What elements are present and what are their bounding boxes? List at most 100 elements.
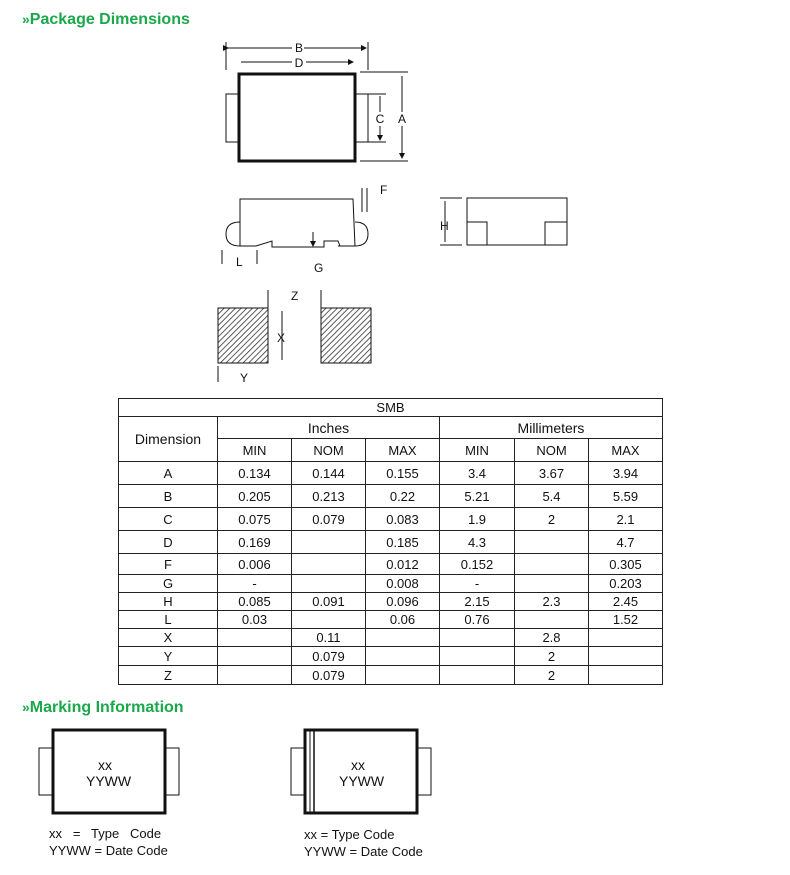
table-cell: 0.079	[291, 646, 366, 666]
package-name: SMB	[118, 398, 663, 417]
subheader-min: MIN	[217, 438, 292, 462]
table-cell: 0.06	[365, 610, 440, 629]
table-cell: 0.155	[365, 461, 440, 485]
label-l: L	[236, 255, 243, 269]
table-cell: 3.94	[588, 461, 663, 485]
table-cell	[588, 628, 663, 647]
legend-left-type: xx = Type Code	[49, 826, 162, 841]
label-d: D	[295, 56, 304, 70]
table-cell	[439, 665, 515, 685]
table-cell	[217, 628, 292, 647]
label-f: F	[380, 183, 387, 197]
table-cell	[514, 530, 589, 554]
dimension-label: L	[118, 610, 218, 629]
subheader-max: MAX	[588, 438, 663, 462]
table-cell	[514, 553, 589, 575]
marking-left-type: xx	[98, 757, 112, 773]
table-cell: 1.9	[439, 507, 515, 531]
table-cell: 0.305	[588, 553, 663, 575]
table-cell: 0.006	[217, 553, 292, 575]
table-cell	[514, 610, 589, 629]
dimension-label: G	[118, 574, 218, 593]
table-cell: 0.144	[291, 461, 366, 485]
table-cell: 0.11	[291, 628, 366, 647]
table-cell: 3.4	[439, 461, 515, 485]
table-cell: 0.134	[217, 461, 292, 485]
table-cell: 0.205	[217, 484, 292, 508]
table-cell: 0.213	[291, 484, 366, 508]
package-dimensions-heading: »Package Dimensions	[22, 11, 190, 29]
table-cell	[291, 553, 366, 575]
table-cell: 2.15	[439, 592, 515, 611]
table-cell: 0.096	[365, 592, 440, 611]
table-cell: 2	[514, 665, 589, 685]
legend-left-date: YYWW = Date Code	[49, 843, 168, 858]
label-b: B	[295, 41, 303, 55]
table-cell: 2.8	[514, 628, 589, 647]
mm-header: Millimeters	[439, 416, 663, 439]
label-z: Z	[291, 289, 298, 303]
table-cell: 1.52	[588, 610, 663, 629]
marking-right-type: xx	[351, 757, 365, 773]
table-cell: 4.7	[588, 530, 663, 554]
table-cell	[514, 574, 589, 593]
table-cell	[588, 646, 663, 666]
table-cell: 5.4	[514, 484, 589, 508]
marking-right-date: YYWW	[339, 773, 385, 789]
table-cell: 0.76	[439, 610, 515, 629]
label-y: Y	[240, 371, 248, 385]
end-view	[440, 197, 568, 246]
table-cell: 0.22	[365, 484, 440, 508]
table-cell: 3.67	[514, 461, 589, 485]
dimension-label: D	[118, 530, 218, 554]
subheader-max: MAX	[365, 438, 440, 462]
footprint	[217, 290, 372, 382]
table-cell: 2	[514, 646, 589, 666]
dimension-label: F	[118, 553, 218, 575]
label-h: H	[440, 219, 449, 233]
table-cell: 0.085	[217, 592, 292, 611]
dimension-label: H	[118, 592, 218, 611]
subheader-nom: NOM	[291, 438, 366, 462]
label-x: X	[277, 331, 285, 345]
table-cell	[291, 610, 366, 629]
table-row: X 0.11 2.8	[118, 628, 663, 647]
chevron-icon: »	[22, 11, 30, 27]
table-cell: 2.1	[588, 507, 663, 531]
table-cell: 0.169	[217, 530, 292, 554]
marking-information-heading: »Marking Information	[22, 699, 184, 717]
table-cell	[439, 646, 515, 666]
table-cell	[291, 530, 366, 554]
dimension-label: X	[118, 628, 218, 647]
subheader-nom: NOM	[514, 438, 589, 462]
table-cell	[365, 628, 440, 647]
table-cell: 0.012	[365, 553, 440, 575]
table-cell	[439, 628, 515, 647]
subheader-min: MIN	[439, 438, 515, 462]
table-cell: 0.008	[365, 574, 440, 593]
chevron-icon: »	[22, 699, 30, 715]
table-cell	[365, 646, 440, 666]
table-cell: 0.083	[365, 507, 440, 531]
dimension-label: A	[118, 461, 218, 485]
legend-right-type: xx = Type Code	[304, 827, 395, 842]
table-cell: 2.45	[588, 592, 663, 611]
table-cell: -	[439, 574, 515, 593]
table-cell: 0.185	[365, 530, 440, 554]
dimension-label: Z	[118, 665, 218, 685]
legend-right-date: YYWW = Date Code	[304, 844, 423, 859]
marking-left-date: YYWW	[86, 773, 132, 789]
table-cell: 0.03	[217, 610, 292, 629]
label-c: C	[376, 112, 385, 126]
package-drawings: B D A C F G L H Z X Y	[217, 41, 568, 385]
